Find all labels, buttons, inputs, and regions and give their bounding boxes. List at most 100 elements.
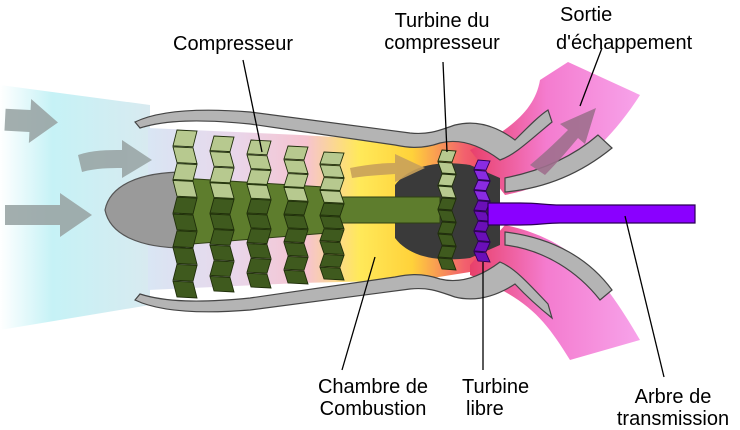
free-turbine-stage-segment: [473, 169, 491, 181]
compressor-stage-1-segment: [172, 196, 198, 215]
compressor-stage-5-segment: [319, 177, 345, 191]
label-sortie-line1: Sortie: [560, 4, 613, 26]
compressor-stage-1-segment: [172, 179, 198, 198]
compressor-stage-2-segment: [209, 166, 235, 184]
compressor-stage-4: [283, 145, 309, 285]
compressor-turbine-stage-segment: [437, 149, 457, 163]
compressor-turbine-stage-segment: [437, 185, 457, 199]
compressor-turbine-blades: [437, 149, 457, 271]
compressor-stage-2-segment: [209, 197, 235, 215]
compressor-stage-2-segment: [209, 260, 235, 277]
compressor-stage-3-segment: [246, 213, 272, 230]
compressor-stage-3: [246, 139, 272, 289]
label-turbine-libre-line2: libre: [466, 398, 504, 420]
compressor-turbine-stage-segment: [437, 221, 457, 235]
compressor-turbine-stage-segment: [437, 209, 457, 223]
compressor-stage-4-segment: [283, 173, 309, 188]
compressor-stage-2-segment: [209, 213, 235, 231]
compressor-stage-4-segment: [283, 255, 309, 271]
intake-arrow-top: [4, 99, 58, 143]
compressor-stage-2-segment: [209, 182, 235, 199]
compressor-turbine-stage-segment: [437, 233, 457, 247]
nose-cone: [104, 171, 186, 249]
compressor-stage-2-segment: [209, 135, 235, 153]
label-chambre-de-combustion: Chambre de Combustion: [303, 376, 443, 420]
compressor-stage-5-segment: [319, 164, 345, 179]
label-turbine-du-compresseur-line1: Turbine du: [394, 10, 490, 32]
compressor-stage-5-segment: [319, 202, 345, 217]
compressor-stage-1-segment: [172, 163, 198, 181]
compressor-stage-4-segment: [283, 269, 309, 285]
compressor-stage-5-segment: [319, 253, 345, 268]
label-sortie-echappement: Sortie d'échappement: [556, 4, 692, 54]
flow-arrows: [4, 99, 596, 237]
compressor-stage-3-segment: [246, 257, 272, 274]
label-chambre-line1: Chambre de: [317, 376, 429, 398]
exhaust-upper: [470, 62, 640, 195]
compressor-stage-3-segment: [246, 139, 272, 156]
compressor-stage-2-segment: [209, 229, 235, 246]
compressor-turbine-stage-segment: [437, 245, 457, 259]
free-turbine-stage-segment: [473, 230, 491, 243]
intake-arrow-middle: [78, 140, 152, 178]
free-turbine-blades: [473, 159, 491, 263]
free-turbine-stage-segment: [473, 251, 491, 263]
compressor-turbine-stage: [437, 149, 457, 271]
compressor-stage-4-segment: [283, 159, 309, 175]
compressor-stage-3-segment: [246, 272, 272, 289]
compressor-stage-3-segment: [246, 243, 272, 259]
label-turbine-du-compresseur-line2: compresseur: [384, 32, 500, 54]
compressor-stage-5-segment: [319, 151, 345, 166]
free-turbine-stage-segment: [473, 200, 491, 212]
label-turbine-du-compresseur: Turbine du compresseur: [372, 10, 512, 54]
compressor-stage-3-segment: [246, 228, 272, 245]
compressor-stage-2: [209, 135, 235, 293]
label-arbre-de-transmission: Arbre de transmission: [608, 386, 738, 430]
compressor-stage-1-segment: [172, 213, 198, 232]
compressor-stage-4-segment: [283, 228, 309, 244]
compressor-turbine-stage-segment: [437, 173, 457, 187]
compressor-stage-4-segment: [283, 214, 309, 230]
compressor-stage-5-segment: [319, 215, 345, 230]
compressor-stage-2-segment: [209, 244, 235, 262]
compressor-stage-4-segment: [283, 200, 309, 216]
casing-lower: [134, 261, 554, 320]
label-turbine-libre-line1: Turbine: [462, 376, 530, 398]
compressor-stage-5-segment: [319, 241, 345, 255]
label-arbre-line1: Arbre de: [634, 386, 712, 408]
leader-lines: [242, 47, 665, 378]
free-turbine-stage-segment: [473, 159, 491, 171]
free-turbine-stage: [473, 159, 491, 263]
compressor-turbine-stage-segment: [437, 257, 457, 271]
compressor-stage-5-segment: [319, 228, 345, 243]
compressor-stage-4-segment: [283, 242, 309, 257]
compressor-stage-1: [172, 129, 198, 299]
label-sortie-line2: d'échappement: [556, 32, 693, 54]
label-compresseur: Compresseur: [173, 33, 294, 55]
free-turbine-stage-segment: [473, 220, 491, 232]
compressor-stage-2-segment: [209, 151, 235, 168]
label-arbre-line2: transmission: [616, 408, 730, 430]
compressor-stage-5-segment: [319, 266, 345, 281]
free-turbine-stage-segment: [473, 241, 491, 253]
exhaust-lower: [470, 225, 640, 360]
label-chambre-line2: Combustion: [319, 398, 427, 420]
free-turbine-stage-segment: [473, 190, 491, 202]
label-turbine-libre: Turbine libre: [462, 376, 529, 420]
compressor-stage-4-segment: [283, 186, 309, 202]
compressor-turbine-stage-segment: [437, 161, 457, 175]
compressor-stage-3-segment: [246, 169, 272, 185]
leader-compresseur: [242, 59, 263, 153]
compressor-stage-1-segment: [172, 146, 198, 165]
casing-upper: [134, 109, 553, 161]
leader-arbre: [624, 215, 665, 378]
compressor-stage-3-segment: [246, 154, 272, 171]
intake-arrow-bottom: [5, 193, 92, 237]
compressor-stage-1-segment: [172, 247, 198, 265]
compressor-stage-3-segment: [246, 198, 272, 215]
compressor-stage-1-segment: [172, 129, 198, 148]
compressor-stages: [172, 129, 345, 299]
compressor-stage-1-segment: [172, 263, 198, 282]
compressor-stage-5-segment: [319, 189, 345, 204]
